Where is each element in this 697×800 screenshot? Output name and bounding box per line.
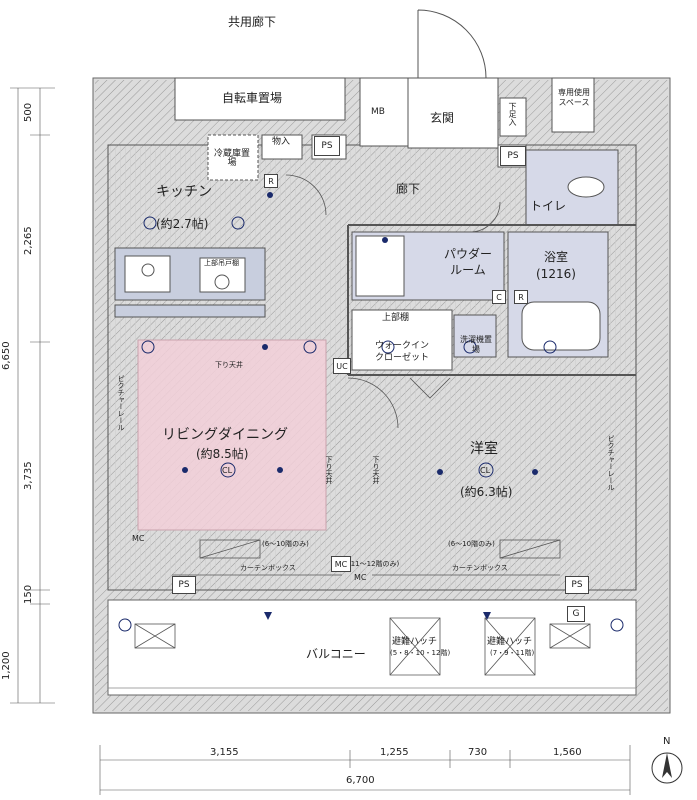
shoe-cabinet-label: 下足入	[508, 102, 517, 126]
cl-label-2: CL	[480, 466, 491, 475]
dim-1560: 1,560	[553, 747, 582, 758]
floors-11-12-label: (11～12階のみ)	[348, 560, 400, 568]
dim-1200: 1,200	[1, 651, 12, 680]
ceiling-drop-label-2: 下り天井	[325, 456, 333, 484]
dim-6650: 6,650	[1, 341, 12, 370]
ceiling-drop-label-3: 下り天井	[372, 456, 380, 484]
fridge-label: 冷蔵庫置場	[213, 149, 250, 168]
balcony-area	[107, 599, 637, 696]
western-room-label: 洋室	[470, 441, 498, 457]
dim-730: 730	[468, 747, 488, 758]
dim-2265: 2,265	[23, 226, 34, 255]
compass-icon	[651, 752, 683, 784]
private-space-label: 専用使用スペース	[558, 88, 590, 107]
ceiling-drop-label: 下り天井	[215, 361, 243, 369]
mc-label-2: MC	[354, 573, 367, 582]
kitchen-size-label: (約2.7帖)	[156, 217, 209, 231]
dim-500: 500	[23, 102, 34, 122]
powder-room-label: パウダールーム	[443, 247, 492, 277]
hatch2-label: 避難ハッチ	[487, 637, 533, 647]
picture-rail-label: ピクチャーレール	[117, 375, 125, 431]
toilet-label: トイレ	[530, 199, 567, 213]
compass-label: N	[663, 736, 671, 747]
curtain-box-label-2: カーテンボックス	[452, 564, 508, 572]
r-badge-2: R	[264, 174, 278, 188]
bath-size-label: (1216)	[536, 267, 576, 281]
upper-cabinet-label: 上部棚	[382, 313, 410, 323]
living-dining-highlight	[137, 339, 327, 531]
washer-label: 洗濯機置場	[460, 335, 492, 354]
dim-1255: 1,255	[380, 747, 409, 758]
western-room-size-label: (約6.3帖)	[460, 485, 513, 499]
hatch1-label: 避難ハッチ	[392, 637, 438, 647]
ps-badge-2: PS	[500, 146, 526, 166]
mb-label: MB	[371, 107, 385, 117]
r-badge: R	[514, 290, 528, 304]
ps-badge: PS	[314, 136, 340, 156]
entrance-label: 玄関	[430, 111, 455, 125]
g-badge: G	[567, 606, 585, 622]
dim-3735: 3,735	[23, 461, 34, 490]
bath-label: 浴室	[544, 250, 569, 264]
floors-6-10-label: (6～10階のみ)	[262, 540, 309, 548]
c-badge: C	[492, 290, 506, 304]
mc-badge: MC	[331, 556, 351, 572]
living-dining-size-label: (約8.5帖)	[196, 447, 249, 461]
ps-badge-3: PS	[172, 576, 196, 594]
floors-6-10-label-2: (6～10階のみ)	[448, 540, 495, 548]
dim-total-6700: 6,700	[346, 775, 375, 786]
bicycle-parking-label: 自転車置場	[222, 91, 283, 105]
dim-3155: 3,155	[210, 747, 239, 758]
uc-badge: UC	[333, 358, 351, 374]
walkin-closet-label: ウォークインクローゼット	[374, 341, 429, 363]
kitchen-label: キッチン	[156, 184, 212, 200]
picture-rail-label-2: ピクチャーレール	[607, 435, 615, 491]
living-dining-label: リビングダイニング	[162, 427, 288, 443]
ps-badge-4: PS	[565, 576, 589, 594]
dim-150: 150	[23, 584, 34, 604]
cl-label: CL	[222, 466, 233, 475]
hallway-label: 廊下	[396, 182, 421, 196]
balcony-label: バルコニー	[306, 647, 366, 661]
hatch1-floors-label: (5・8・10・12階)	[390, 649, 451, 657]
wall-cabinet-label: 上部吊戸棚	[204, 259, 239, 267]
hatch2-floors-label: (7・9・11階)	[490, 649, 535, 657]
storage-label: 物入	[272, 137, 291, 147]
mc-label: MC	[132, 534, 145, 543]
corridor-label: 共用廊下	[228, 15, 277, 29]
curtain-box-label: カーテンボックス	[240, 564, 296, 572]
